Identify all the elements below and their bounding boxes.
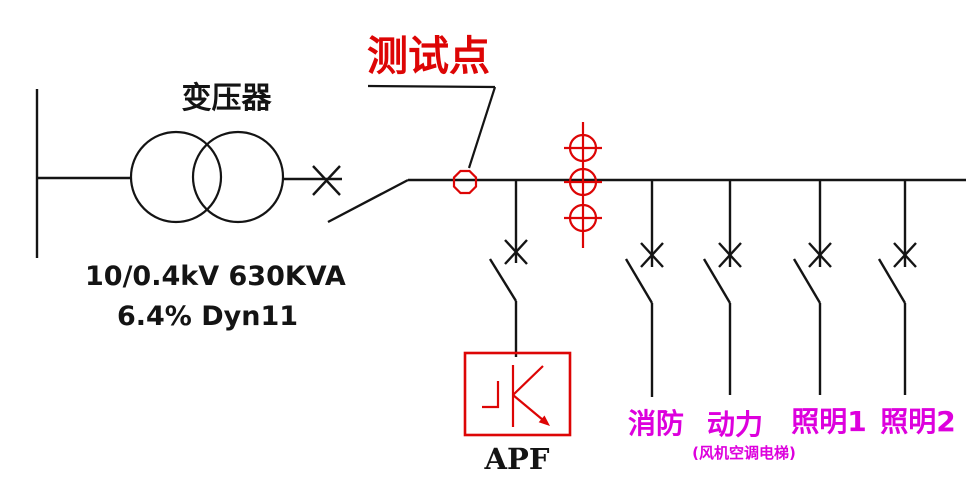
transformer-spec-line2: 6.4% Dyn11: [116, 301, 299, 332]
feeder-sublabel-power: (风机空调电梯): [692, 444, 796, 462]
test-point-marker-icon: [452, 169, 478, 195]
ct-sensor-icon: [564, 122, 602, 248]
feeder-branch-1: [624, 180, 664, 397]
feeder-branch-3: [792, 180, 832, 395]
transformer-icon: [129, 130, 285, 224]
feeder-branch-4: [877, 180, 917, 395]
hv-busbar: [35, 89, 132, 258]
apf-label: APF: [484, 442, 550, 476]
test-point-label: 测试点: [367, 32, 490, 80]
transformer-label: 变压器: [181, 81, 272, 116]
feeder-label-lighting1: 照明1: [791, 405, 867, 438]
feeder-branch-2: [702, 180, 742, 395]
apf-converter-icon: [482, 365, 550, 427]
test-point-leader-line: [367, 84, 497, 169]
main-x-mark-icon: [312, 165, 341, 196]
apf-box: [463, 351, 572, 437]
transformer-spec-line1: 10/0.4kV 630KVA: [85, 261, 346, 292]
feeder-label-power: 动力: [706, 408, 763, 441]
feeder-label-lighting2: 照明2: [880, 405, 956, 438]
feeder-branch-apf: [488, 180, 528, 357]
feeder-label-fire: 消防: [627, 407, 684, 440]
main-switch-blade-icon: [327, 178, 409, 224]
